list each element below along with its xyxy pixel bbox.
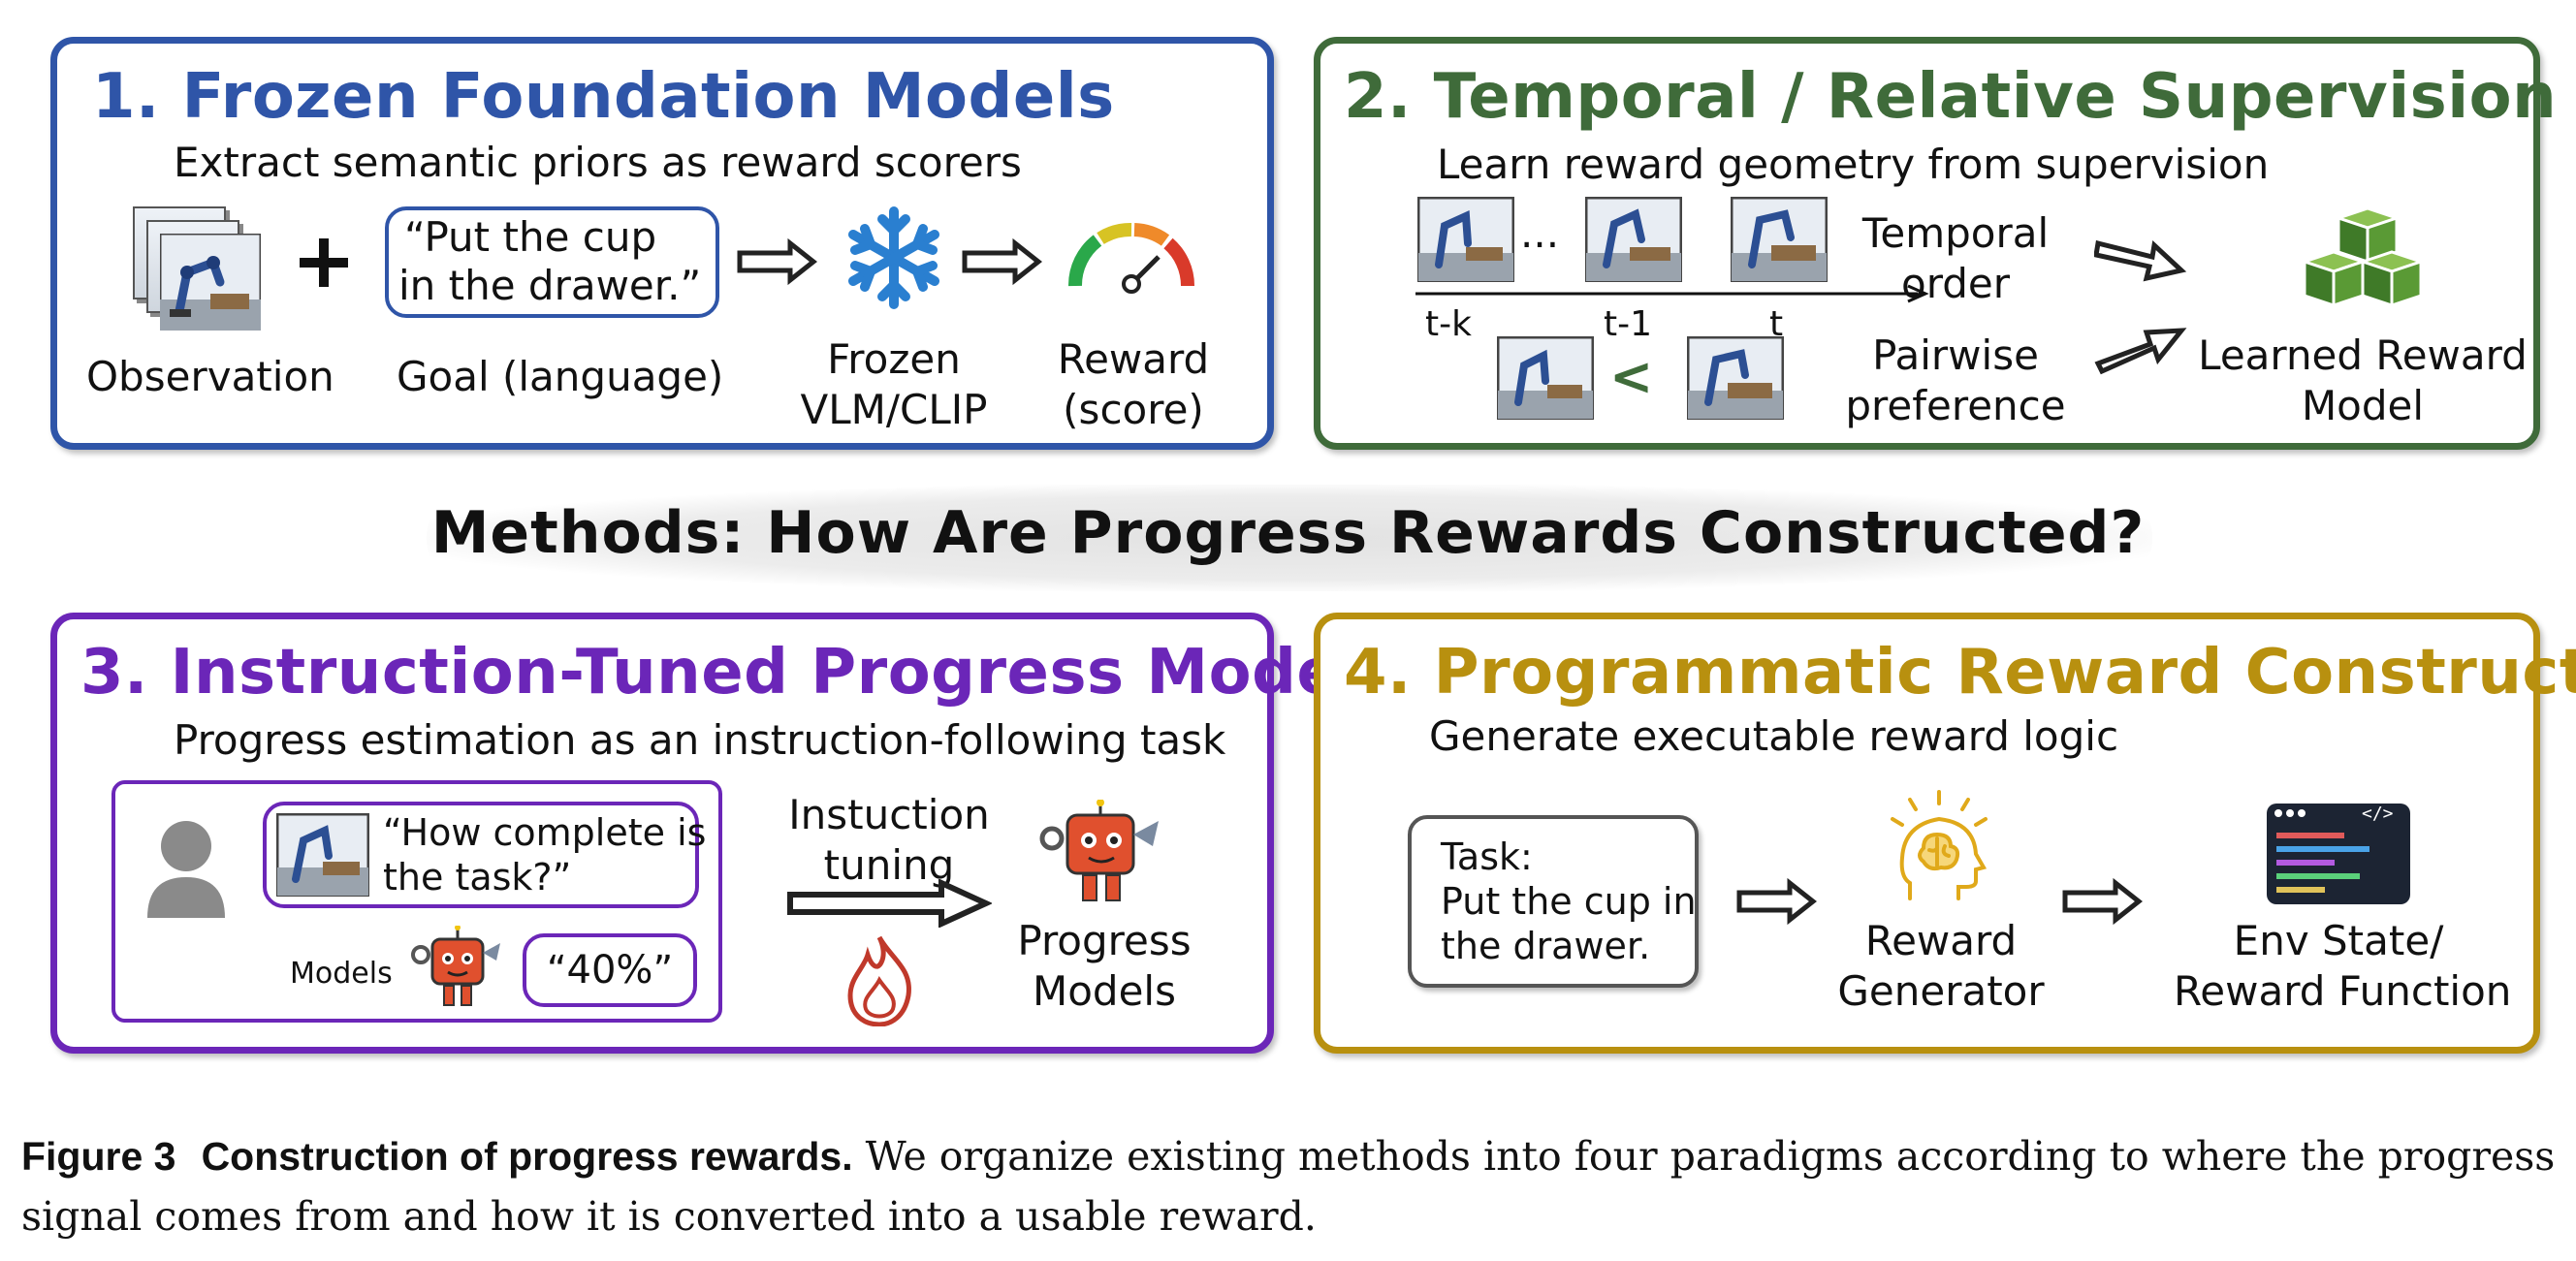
learned-model-line1: Learned Reward <box>2198 331 2528 379</box>
code-window-icon: </> <box>2267 804 2410 904</box>
timeline-arrow <box>1415 284 1929 303</box>
panel-instruction-tuned-progress-models: 3. Instruction-Tuned Progress Models Pro… <box>50 613 1398 1054</box>
robot-mascot-icon <box>1039 800 1159 901</box>
caption-text: We organize existing methods into four p… <box>21 1133 2556 1240</box>
observation-label: Observation <box>86 353 334 400</box>
pairwise-label-line1: Pairwise <box>1872 331 2039 379</box>
panel-title: 4. Programmatic Reward Construction <box>1344 637 2576 709</box>
arrow-icon <box>2062 877 2143 926</box>
less-than-sign: < <box>1609 346 1654 407</box>
goal-speech-bubble: “Put the cup in the drawer.” <box>385 206 719 318</box>
learned-model-line2: Model <box>2301 382 2425 429</box>
tick-label: t <box>1769 304 1784 344</box>
panel-temporal-relative-supervision: 2. Temporal / Relative Supervision Learn… <box>1314 37 2557 450</box>
task-box: Task: Put the cup in the drawer. <box>1408 815 1699 988</box>
panel-title: 1. Frozen Foundation Models <box>92 61 1115 133</box>
frozen-label-line1: Frozen <box>827 335 961 383</box>
temporal-label-line1: Temporal <box>1861 209 2050 257</box>
panel-title: 2. Temporal / Relative Supervision <box>1344 61 2558 133</box>
question-line1: “How complete is <box>383 811 707 854</box>
robot-arm-icon <box>1687 336 1784 420</box>
temporal-label-line2: order <box>1901 260 2010 307</box>
arrow-icon <box>737 237 817 286</box>
pairwise-label-line2: preference <box>1845 382 2066 429</box>
reward-label-line1: Reward <box>1057 335 1210 383</box>
code-tag: </> <box>2362 804 2394 824</box>
task-line1: Task: <box>1441 835 1533 878</box>
goal-quote-line1: “Put the cup <box>404 213 657 261</box>
cubes-icon <box>2300 208 2426 308</box>
answer-text: “40%” <box>546 948 674 993</box>
arrow-icon <box>1736 877 1817 926</box>
answer-bubble: “40%” <box>523 933 697 1007</box>
panel-frozen-foundation-models: 1. Frozen Foundation Models Extract sema… <box>50 37 1274 450</box>
progress-models-line2: Models <box>1033 967 1176 1015</box>
robot-arm-icon <box>1497 336 1594 420</box>
robot-arm-icon <box>1731 197 1828 282</box>
robot-mascot-icon <box>411 926 500 1006</box>
panel-subtitle: Learn reward geometry from supervision <box>1437 141 2270 188</box>
figure-caption: Figure 3 Construction of progress reward… <box>21 1126 2561 1246</box>
person-icon <box>147 821 225 918</box>
dialog-frame <box>111 780 722 1023</box>
generator-line2: Generator <box>1837 967 2045 1015</box>
tuning-label-line2: tuning <box>823 841 955 889</box>
caption-figure-number: Figure 3 <box>21 1134 176 1179</box>
panel-subtitle: Extract semantic priors as reward scorer… <box>174 139 1022 186</box>
goal-quote-line2: in the drawer.” <box>398 262 702 309</box>
generator-line1: Reward <box>1864 917 2018 964</box>
snowflake-icon <box>848 206 939 309</box>
tick-label: t-1 <box>1604 304 1653 344</box>
arrow-icon <box>2094 239 2187 282</box>
robot-arm-icon <box>1585 197 1682 282</box>
models-label: Models <box>290 957 393 991</box>
panel-subtitle: Progress estimation as an instruction-fo… <box>174 716 1226 764</box>
tick-label: t-k <box>1425 304 1472 344</box>
arrow-icon <box>787 879 992 928</box>
robot-arm-icon <box>1417 197 1514 282</box>
env-line2: Reward Function <box>2174 967 2512 1015</box>
reward-label-line2: (score) <box>1063 386 1204 433</box>
frames-ellipsis: ... <box>1520 209 1560 257</box>
arrow-icon <box>2094 328 2187 375</box>
arrow-icon <box>962 237 1042 286</box>
gauge-icon <box>1067 223 1195 294</box>
caption-title: Construction of progress rewards. <box>201 1134 853 1179</box>
panel-programmatic-reward-construction: 4. Programmatic Reward Construction Gene… <box>1314 613 2576 1054</box>
fire-icon <box>847 935 911 1026</box>
panel-title: 3. Instruction-Tuned Progress Models <box>80 637 1399 709</box>
goal-label: Goal (language) <box>397 353 724 400</box>
brain-head-icon <box>1891 790 1988 900</box>
question-line2: the task?” <box>383 856 572 898</box>
plus-icon <box>300 238 348 287</box>
banner-title: Methods: How Are Progress Rewards Constr… <box>430 499 2146 567</box>
env-line1: Env State/ <box>2233 917 2444 964</box>
banner-background <box>427 485 2152 591</box>
panel-subtitle: Generate executable reward logic <box>1429 712 2119 760</box>
question-bubble: “How complete is the task?” <box>263 802 706 908</box>
progress-models-line1: Progress <box>1017 917 1192 964</box>
robot-arm-icon <box>276 813 369 897</box>
task-line3: the drawer. <box>1441 925 1651 967</box>
robot-arm-icon <box>160 234 261 331</box>
frozen-label-line2: VLM/CLIP <box>800 386 988 433</box>
tuning-label-line1: Instuction <box>788 791 990 838</box>
task-line2: Put the cup in <box>1441 880 1697 923</box>
